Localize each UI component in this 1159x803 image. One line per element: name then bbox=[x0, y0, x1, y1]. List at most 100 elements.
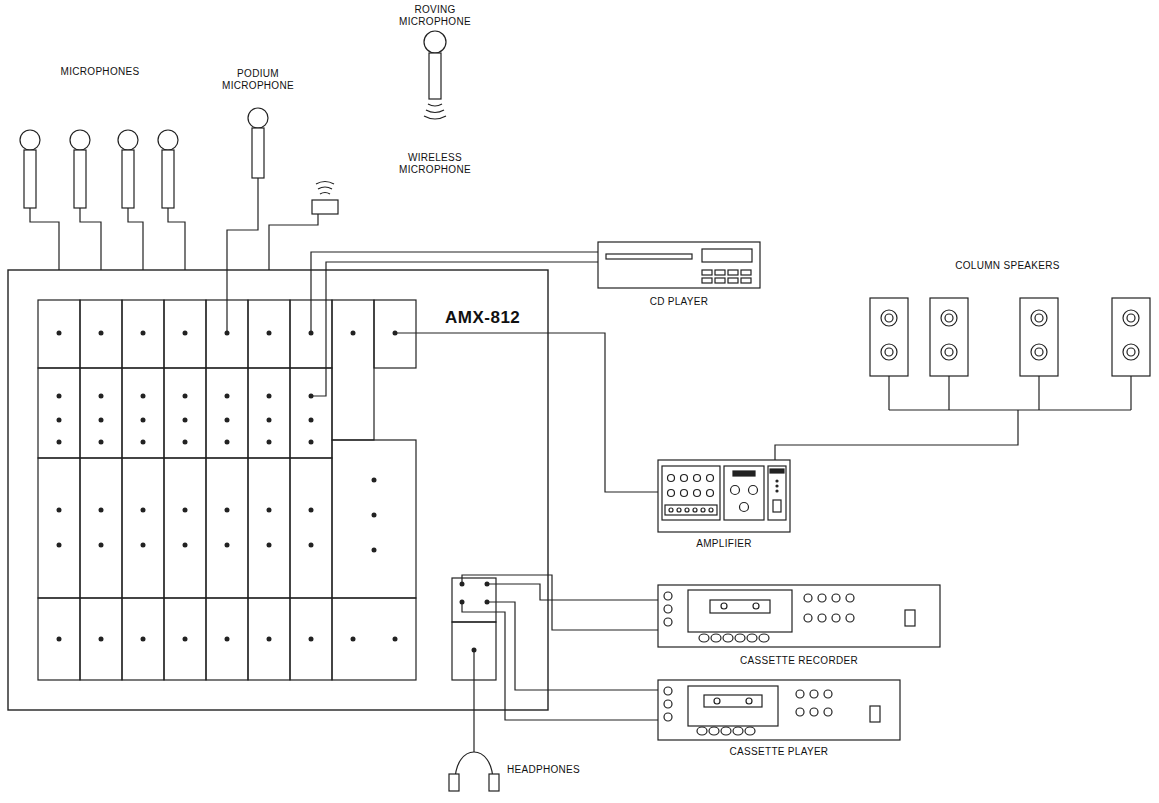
column-speaker bbox=[1035, 348, 1043, 356]
cassette-recorder-body bbox=[721, 603, 727, 609]
speaker-wire bbox=[1038, 376, 1039, 410]
mixer-box: AMX-812 bbox=[8, 270, 548, 710]
column-speaker bbox=[870, 298, 1150, 376]
mixer-panel bbox=[183, 508, 188, 513]
column-speaker bbox=[930, 298, 968, 376]
group-label: MICROPHONES bbox=[40, 66, 160, 78]
cassette-recorder-body bbox=[658, 585, 940, 647]
amplifier-body bbox=[707, 490, 714, 497]
column-speaker bbox=[870, 298, 908, 376]
cassette-recorder-body bbox=[759, 634, 769, 642]
cassette-recorder-body bbox=[818, 594, 826, 602]
mixer-panel bbox=[122, 458, 164, 598]
speaker-wire bbox=[948, 376, 949, 410]
cassette-recorder-body bbox=[747, 634, 757, 642]
podium-microphone-symbol bbox=[252, 128, 264, 178]
microphone-symbol bbox=[20, 130, 178, 208]
device-label: PODIUM MICROPHONE bbox=[218, 68, 298, 92]
mixer-panel bbox=[206, 458, 248, 598]
amplifier-body bbox=[693, 508, 697, 512]
cassette-player-body bbox=[709, 727, 719, 735]
amplifier-body bbox=[707, 475, 714, 482]
amplifier-body bbox=[724, 466, 764, 520]
cassette-player-body bbox=[688, 686, 778, 726]
mixer-panel bbox=[122, 300, 164, 368]
cd-player-body bbox=[702, 249, 752, 262]
device-label: CASSETTE RECORDER bbox=[656, 655, 942, 667]
cassette-recorder-body bbox=[735, 634, 745, 642]
cassette-player-body bbox=[810, 708, 818, 716]
cassette-player-body bbox=[796, 690, 804, 698]
speaker-wire bbox=[889, 376, 1131, 410]
microphone-symbol bbox=[70, 130, 90, 150]
microphone-symbol bbox=[118, 130, 138, 150]
cd-player-body bbox=[728, 278, 738, 283]
column-speaker bbox=[1127, 348, 1135, 356]
mixer-panel bbox=[225, 440, 230, 445]
cd-player-body bbox=[715, 270, 725, 275]
mixer-panel bbox=[267, 394, 272, 399]
mixer-panel bbox=[38, 598, 80, 680]
wireless-microphone-symbol bbox=[428, 104, 442, 106]
mixer-panel bbox=[183, 418, 188, 423]
cassette-recorder-body bbox=[711, 634, 721, 642]
mixer-panel bbox=[248, 458, 290, 598]
cassette-player-body bbox=[721, 727, 731, 735]
mixer-panel bbox=[351, 331, 356, 336]
cassette-player-body bbox=[664, 713, 672, 721]
headphones-box: HEADPHONES bbox=[445, 740, 605, 798]
cassette-recorder-body bbox=[905, 610, 915, 626]
mixer-panel bbox=[164, 368, 206, 458]
cassette-player-body bbox=[796, 708, 804, 716]
mixer-panel bbox=[248, 300, 290, 368]
cassette-player-body bbox=[746, 698, 752, 704]
cable bbox=[227, 178, 258, 333]
device-label: ROVING MICROPHONE bbox=[393, 4, 477, 28]
wireless-microphone-symbol bbox=[429, 53, 441, 99]
mixer-panel bbox=[141, 637, 146, 642]
wireless-microphone-symbol bbox=[424, 116, 446, 119]
cassette-recorder-body bbox=[710, 600, 770, 613]
mixer-panel bbox=[80, 598, 122, 680]
mixer-panel bbox=[164, 300, 206, 368]
cd-player-body bbox=[715, 278, 725, 283]
amplifier-body bbox=[776, 490, 778, 492]
amplifier-body bbox=[668, 475, 675, 482]
cassette-player-body bbox=[733, 727, 743, 735]
mixer-panel bbox=[99, 394, 104, 399]
wireless-receiver bbox=[316, 182, 334, 185]
mixer-panel bbox=[38, 368, 80, 458]
wireless-receiver bbox=[312, 200, 338, 214]
mixer-panel bbox=[225, 543, 230, 548]
headphones-symbol bbox=[449, 752, 499, 791]
mixer-panel bbox=[57, 418, 62, 423]
mixer-panel bbox=[141, 440, 146, 445]
column-speaker bbox=[941, 310, 957, 326]
wireless-microphone-symbol bbox=[424, 31, 446, 53]
mixer-panel bbox=[206, 598, 248, 680]
cd-player-body bbox=[702, 278, 712, 283]
cassette-player-body bbox=[658, 680, 900, 740]
amplifier-body bbox=[776, 480, 778, 482]
amplifier-body bbox=[665, 505, 717, 515]
mixer-panel bbox=[225, 637, 230, 642]
cassette-recorder-box: CASSETTE RECORDER bbox=[656, 583, 944, 671]
cable bbox=[311, 262, 598, 396]
cassette-recorder-body bbox=[664, 605, 672, 613]
amplifier-box: AMPLIFIER bbox=[656, 458, 794, 554]
cassette-player-body bbox=[658, 680, 900, 740]
device-label: WIRELESS MICROPHONE bbox=[390, 152, 480, 176]
podium-microphone-box: PODIUM MICROPHONE bbox=[213, 68, 303, 178]
podium-microphone-symbol bbox=[248, 108, 268, 178]
device-label: CASSETTE PLAYER bbox=[656, 746, 902, 758]
cable bbox=[487, 584, 658, 600]
mixer-panel bbox=[164, 598, 206, 680]
cassette-recorder-body bbox=[804, 614, 812, 622]
cassette-recorder-body bbox=[832, 614, 840, 622]
column-speaker bbox=[881, 344, 897, 360]
column-speaker bbox=[885, 314, 893, 322]
mixer-panel bbox=[372, 548, 377, 553]
